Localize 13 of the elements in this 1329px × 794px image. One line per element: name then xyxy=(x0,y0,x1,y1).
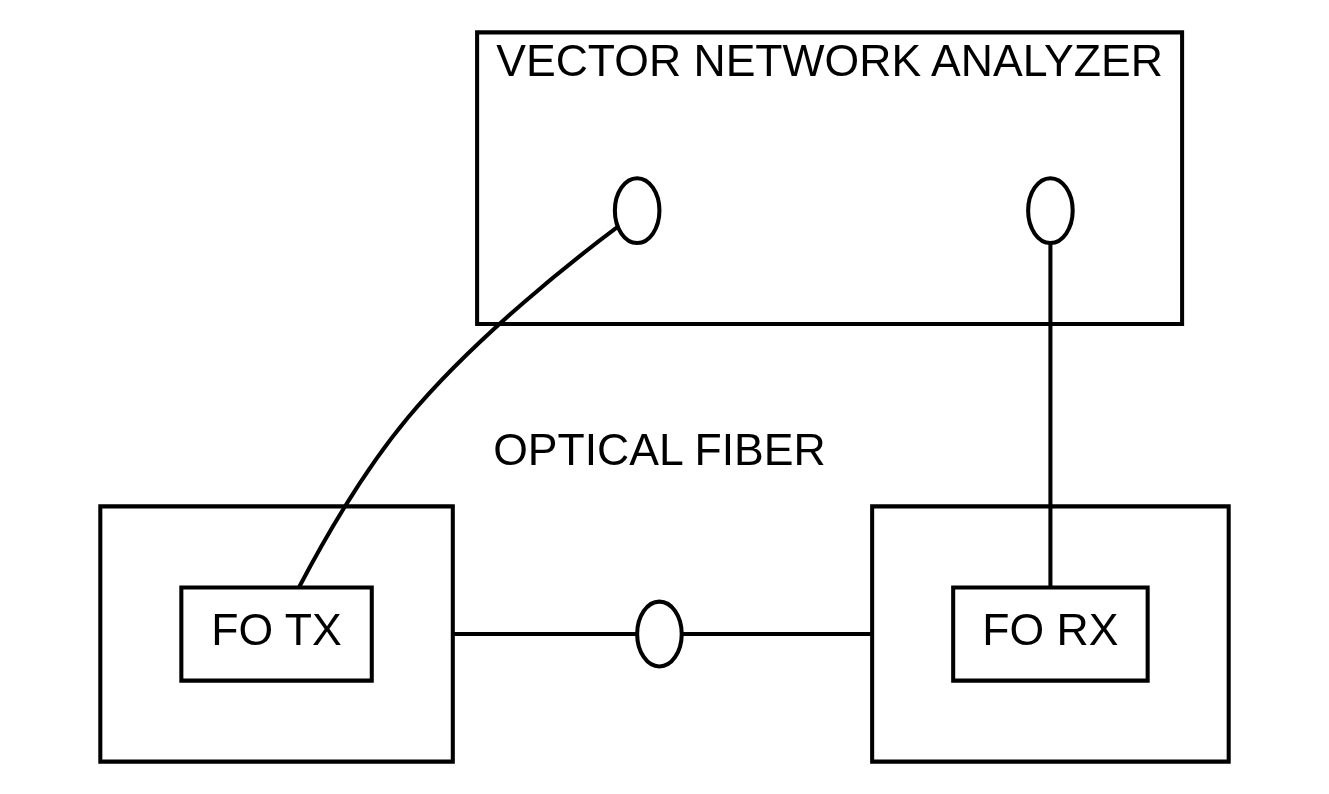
cluster: VECTOR NETWORK ANALYZER xyxy=(475,30,1185,327)
cluster xyxy=(98,504,455,764)
node-circle xyxy=(635,599,684,669)
connector xyxy=(297,225,619,588)
connector xyxy=(1048,243,1053,587)
node-circle xyxy=(1026,176,1075,246)
node-circle xyxy=(612,176,662,246)
connector xyxy=(682,632,873,637)
connector xyxy=(452,632,637,637)
node-box: FO TX xyxy=(179,585,374,683)
node-label: OPTICAL FIBER xyxy=(493,425,826,475)
cluster xyxy=(870,504,1231,764)
node-box: FO RX xyxy=(951,585,1150,683)
